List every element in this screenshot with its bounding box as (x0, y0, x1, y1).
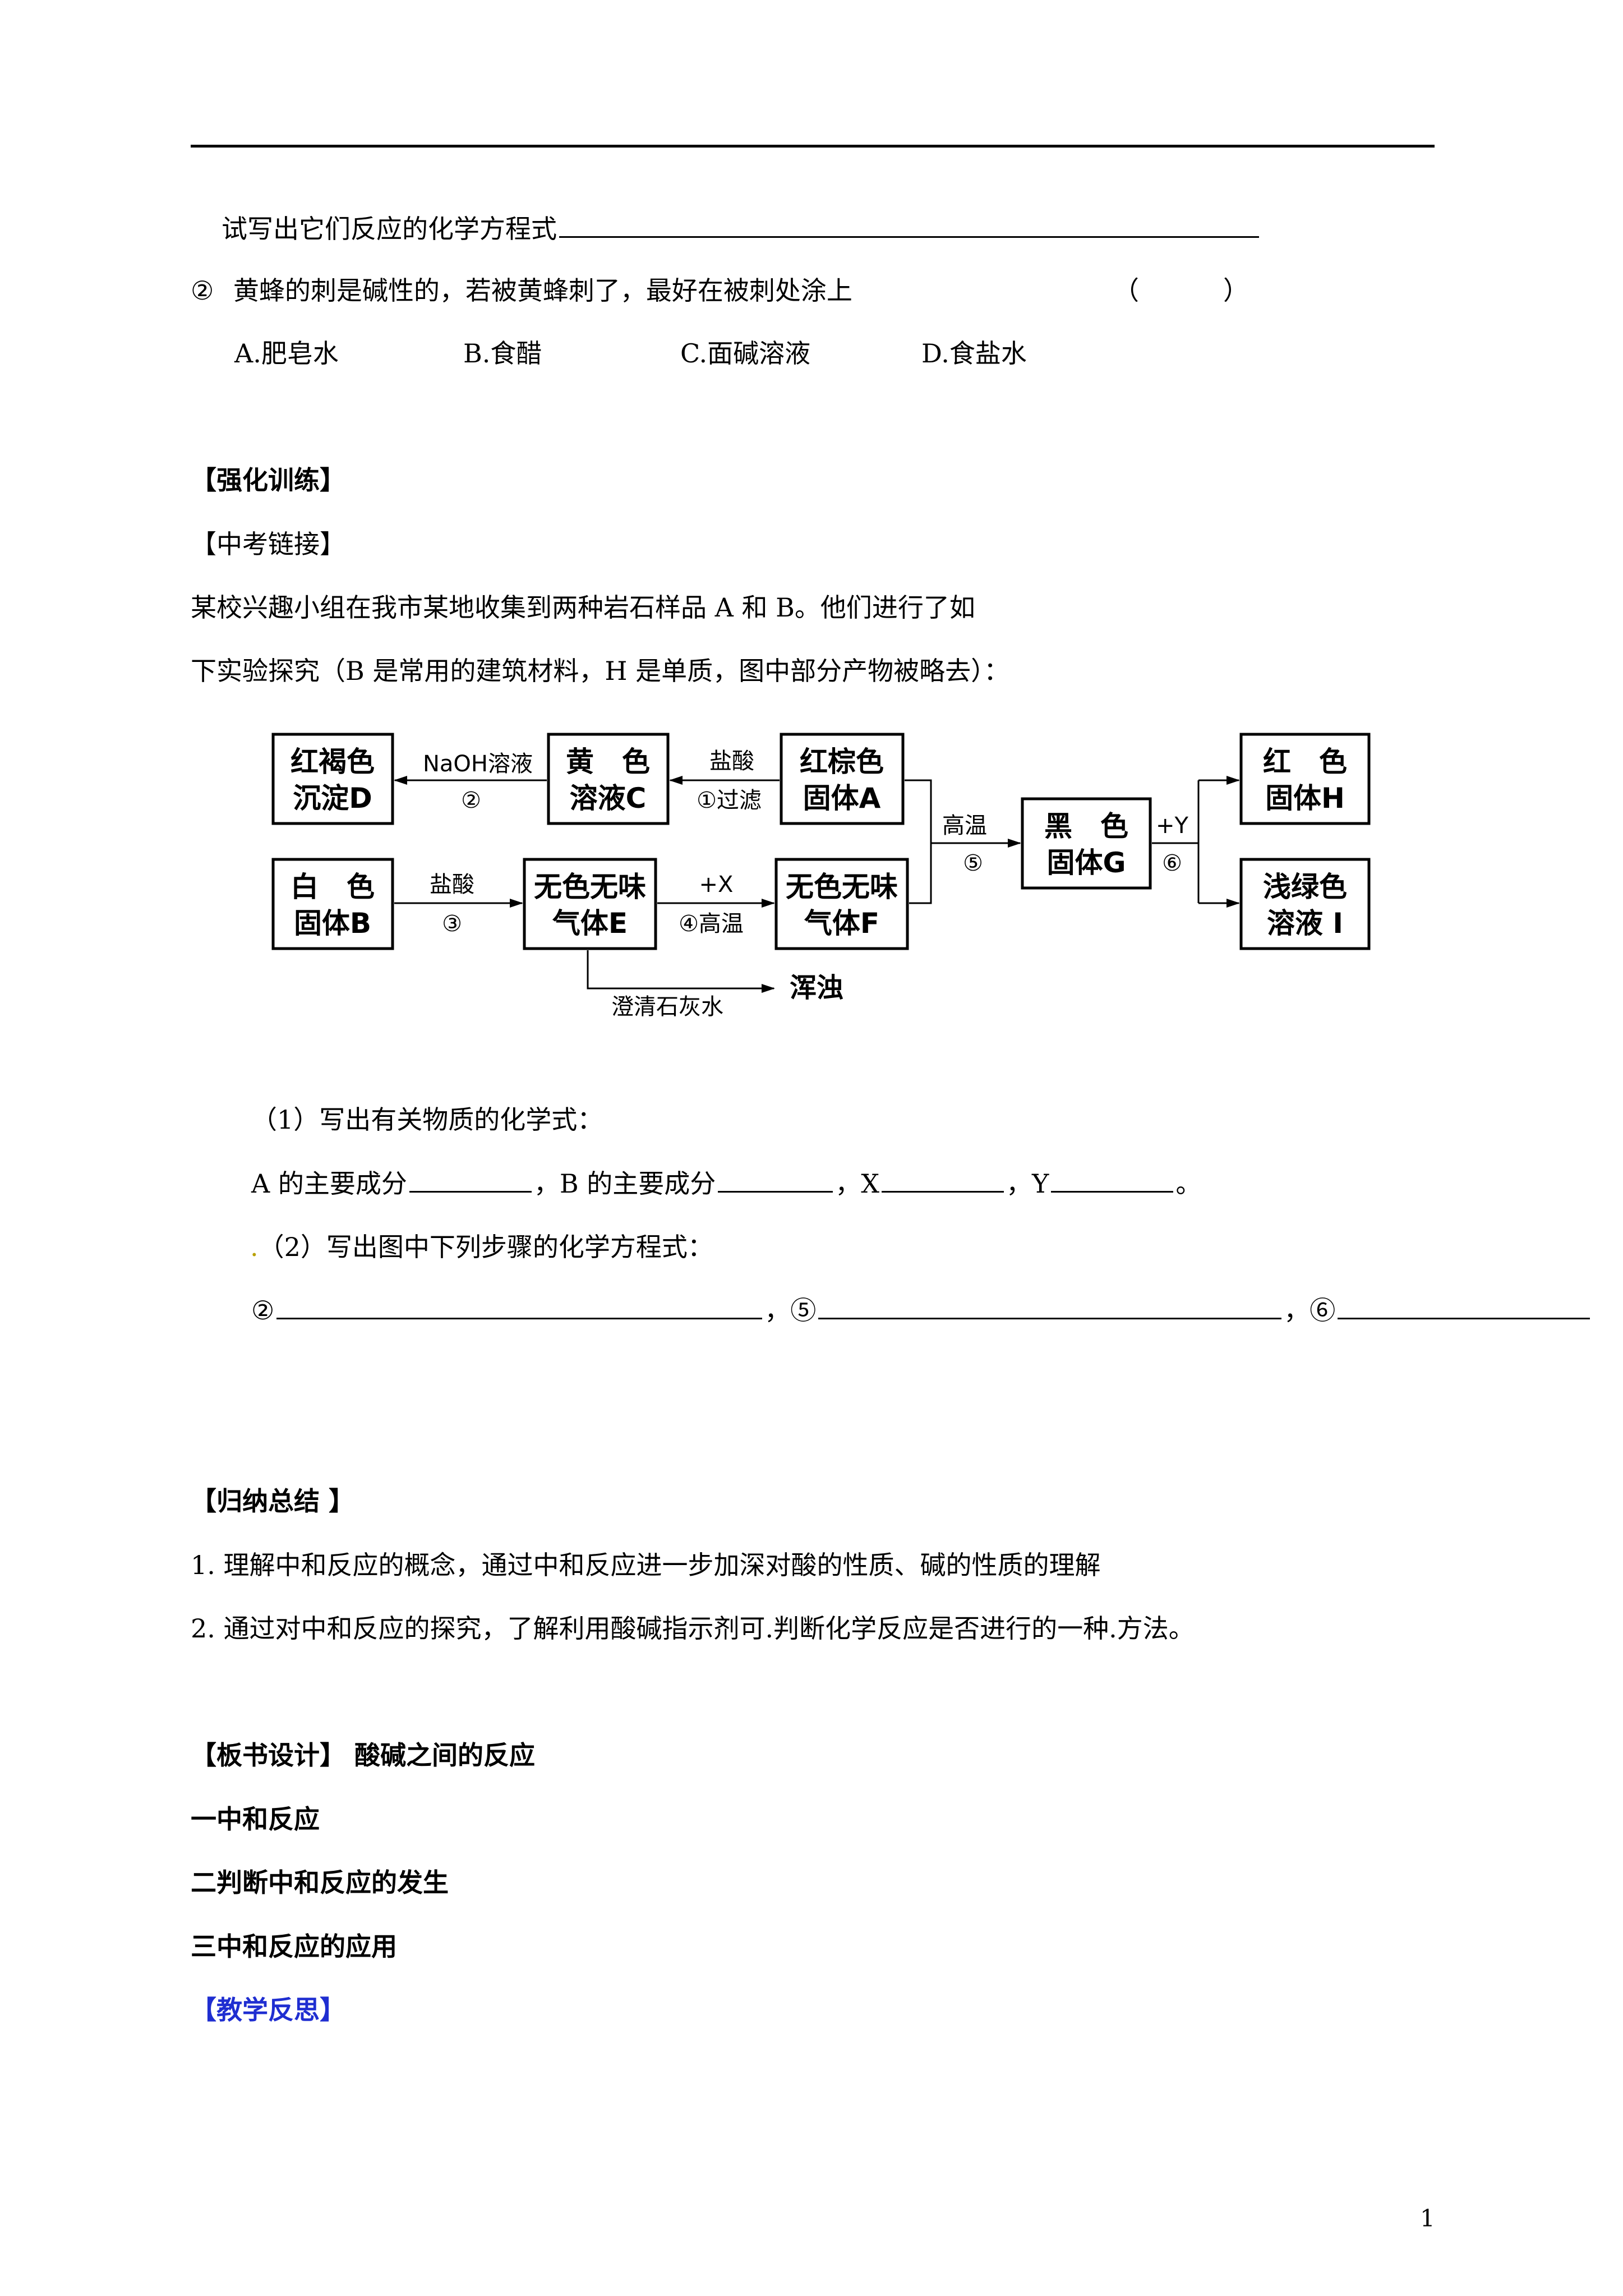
label-plus-x: +X (699, 872, 734, 898)
box-a-line1: 红棕色 (800, 746, 884, 778)
section-board-design: 【板书设计】 酸碱之间的反应 (191, 1740, 536, 1770)
box-e-line2: 气体E (552, 907, 628, 940)
box-c (547, 733, 670, 825)
label-hcl-1: 盐酸 (709, 748, 754, 774)
box-i-line1: 浅绿色 (1263, 871, 1347, 903)
option-b[interactable]: B.食醋 (463, 338, 542, 369)
section-reflection: 【教学反思】 (191, 1995, 345, 2025)
blank-step-2[interactable] (276, 1317, 763, 1319)
box-d-line2: 沉淀D (293, 782, 372, 815)
label-x: ，X (835, 1168, 880, 1199)
section-exam-link: 【中考链接】 (191, 529, 345, 559)
box-e-line1: 无色无味 (534, 871, 646, 903)
question-2-steps-text: （2）写出图中下列步骤的化学方程式： (258, 1232, 713, 1262)
label-step-4: ④高温 (679, 911, 744, 937)
label-step-2: ② (461, 788, 481, 813)
box-b-line2: 固体B (294, 907, 371, 940)
box-g (1021, 797, 1152, 890)
box-i-line2: 溶液 I (1267, 907, 1343, 940)
label-a: A 的主要成分 (251, 1168, 407, 1199)
intro-line-2: 下实验探究（B 是常用的建筑材料，H 是单质，图中部分产物被略去）： (191, 656, 1010, 686)
bracket-a-f (905, 779, 932, 904)
question-number: ② (191, 275, 214, 306)
page-number: 1 (1420, 2205, 1435, 2232)
box-d-line1: 红褐色 (291, 746, 375, 778)
label-turbid: 浑浊 (790, 972, 843, 1004)
board-line-2: 二判断中和反应的发生 (191, 1867, 449, 1898)
label-limewater: 澄清石灰水 (611, 994, 723, 1020)
box-c-line2: 溶液C (570, 782, 647, 815)
answer-paren[interactable]: （） (1113, 274, 1249, 307)
box-a (780, 733, 905, 825)
label-step-6: ⑥ (1162, 850, 1182, 876)
label-y: ，Y (1006, 1168, 1049, 1199)
label-step-6-eq: ，⑥ (1284, 1295, 1336, 1326)
box-h-line2: 固体H (1265, 782, 1345, 815)
answer-blank[interactable] (559, 235, 1259, 238)
option-d[interactable]: D.食盐水 (921, 338, 1027, 369)
label-step-5: ⑤ (963, 850, 983, 876)
blank-x[interactable] (882, 1190, 1004, 1193)
label-hcl-2: 盐酸 (430, 872, 474, 898)
box-b-line1: 白 色 (291, 871, 375, 903)
label-end: 。 (1175, 1168, 1202, 1199)
label-gaowen: 高温 (942, 813, 987, 839)
section-summary: 【归纳总结 】 (191, 1486, 355, 1516)
box-i (1239, 858, 1371, 950)
blank-y[interactable] (1051, 1190, 1174, 1193)
label-step-2-eq: ② (251, 1295, 275, 1326)
section-training: 【强化训练】 (191, 465, 345, 495)
label-step-3: ③ (442, 911, 462, 937)
question-1: （1）写出有关物质的化学式： (251, 1105, 603, 1135)
question-2-fill: ② ，⑤ ，⑥ (251, 1294, 1592, 1327)
summary-item-1: 1. 理解中和反应的概念，通过中和反应进一步加深对酸的性质、碱的性质的理解 (191, 1550, 1101, 1580)
question-2: ② 黄蜂的刺是碱性的，若被黄蜂刺了，最好在被刺处涂上 (191, 274, 852, 307)
intro-line-1: 某校兴趣小组在我市某地收集到两种岩石样品 A 和 B。他们进行了如 (191, 592, 975, 623)
blank-step-5[interactable] (818, 1317, 1282, 1319)
question-2-steps: .（2）写出图中下列步骤的化学方程式： (250, 1230, 713, 1264)
box-g-line1: 黑 色 (1044, 810, 1128, 843)
box-c-line1: 黄 色 (566, 746, 650, 778)
box-e (523, 858, 657, 950)
arrow-e-to-turbid (587, 950, 775, 993)
board-line-1: 一中和反应 (191, 1804, 320, 1834)
summary-item-2: 2. 通过对中和反应的探究，了解利用酸碱指示剂可.判断化学反应是否进行的一种.方… (191, 1613, 1195, 1644)
write-equation-line: 试写出它们反应的化学方程式 (222, 212, 1261, 246)
box-h (1239, 733, 1371, 825)
blank-a[interactable] (409, 1190, 532, 1193)
write-equation-label: 试写出它们反应的化学方程式 (222, 214, 557, 244)
box-h-line1: 红 色 (1263, 746, 1347, 778)
box-f-line1: 无色无味 (786, 871, 898, 903)
box-g-line2: 固体G (1046, 846, 1126, 879)
option-a[interactable]: A.肥皂水 (234, 338, 339, 369)
label-step-5-eq: ，⑤ (764, 1295, 817, 1326)
label-b: ，B 的主要成分 (533, 1168, 716, 1199)
paren-left: （ (1113, 275, 1139, 306)
option-c[interactable]: C.面碱溶液 (680, 338, 811, 369)
box-f (774, 858, 909, 950)
paren-right: ） (1223, 275, 1249, 306)
question-1-fill: A 的主要成分 ，B 的主要成分 ，X ，Y 。 (251, 1167, 1201, 1200)
blank-b[interactable] (718, 1190, 833, 1193)
header-rule (191, 145, 1435, 148)
blank-step-6[interactable] (1338, 1317, 1590, 1319)
box-b (271, 858, 394, 950)
label-plus-y: +Y (1156, 813, 1189, 839)
box-a-line2: 固体A (803, 782, 881, 815)
label-step-1: ①过滤 (697, 788, 762, 813)
label-naoh: NaOH溶液 (423, 751, 533, 777)
board-line-3: 三中和反应的应用 (191, 1931, 397, 1962)
stray-dot: . (250, 1232, 259, 1262)
box-f-line2: 气体F (804, 907, 879, 940)
box-d (271, 733, 394, 825)
question-text: 黄蜂的刺是碱性的，若被黄蜂刺了，最好在被刺处涂上 (233, 275, 852, 306)
